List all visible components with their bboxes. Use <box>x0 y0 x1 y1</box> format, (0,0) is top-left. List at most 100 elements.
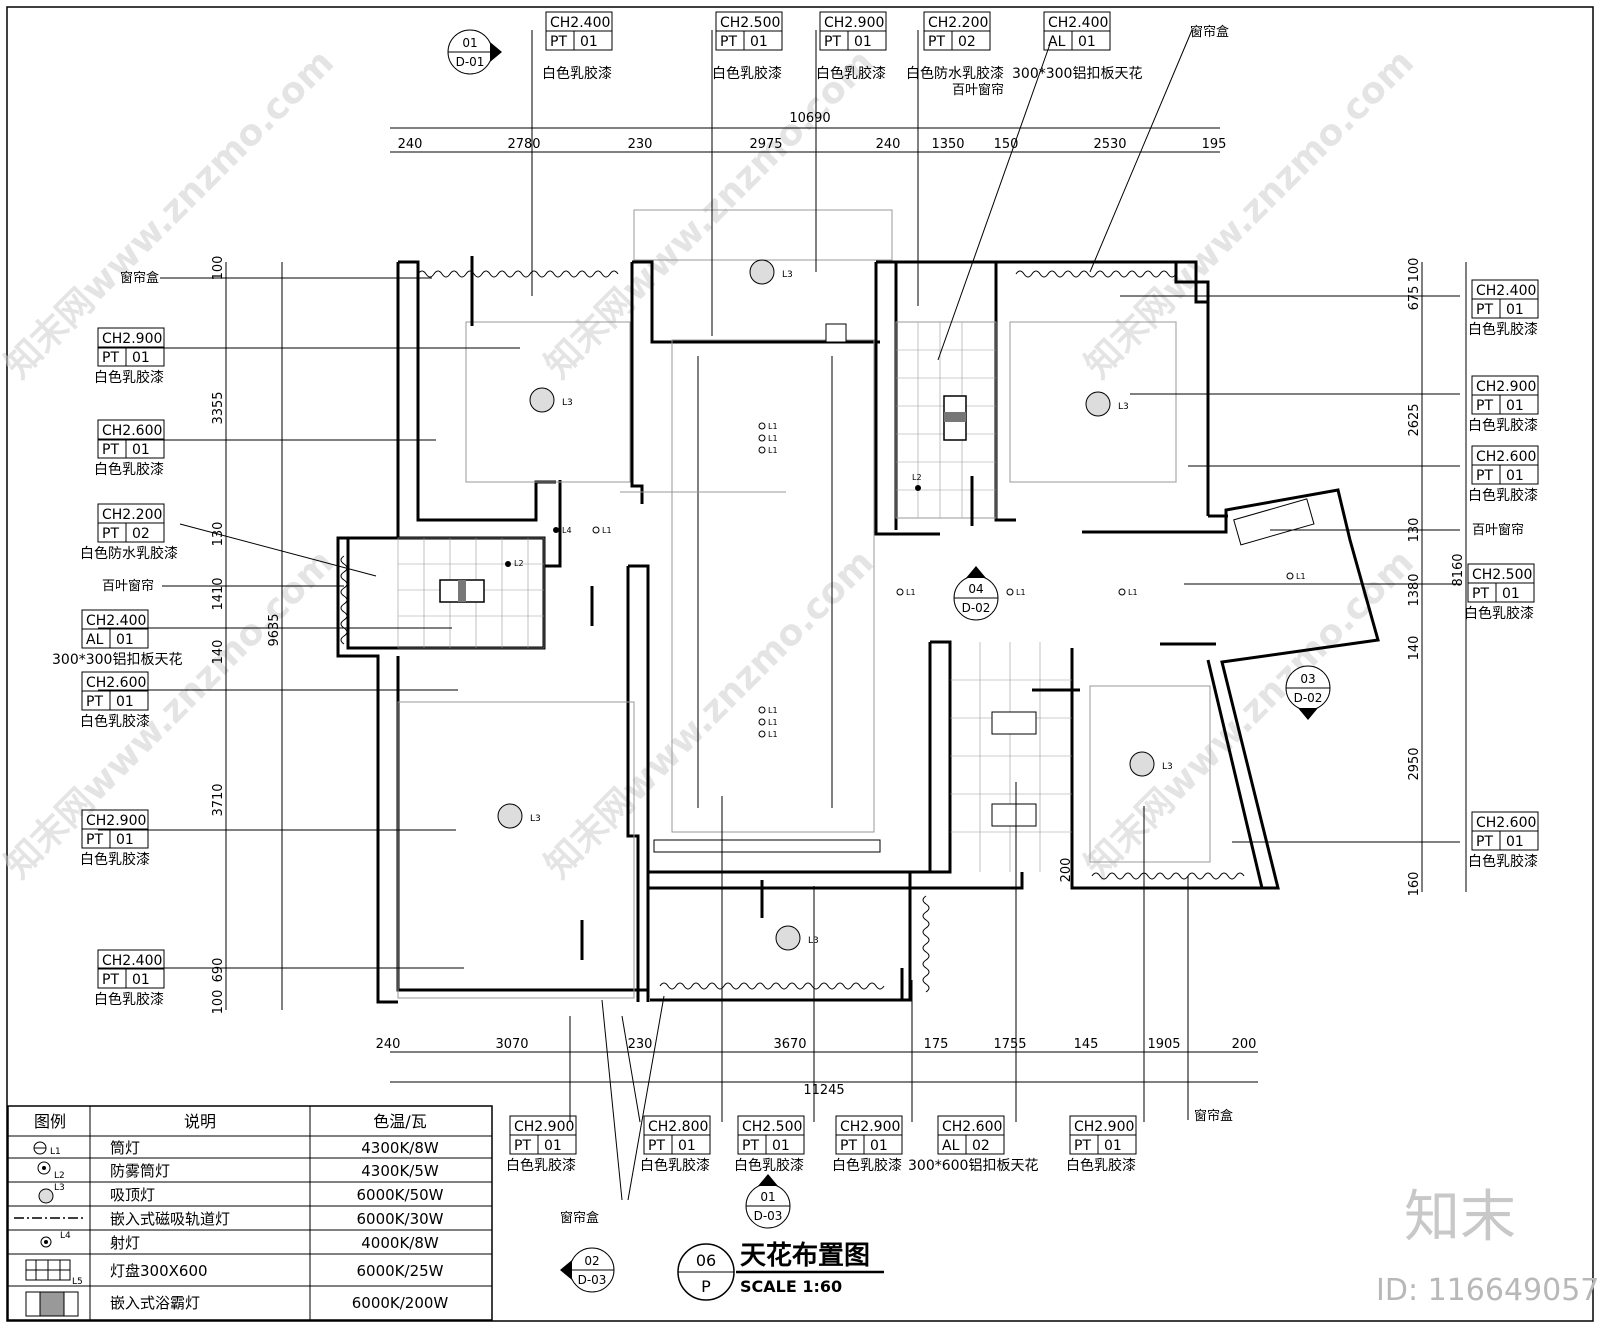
svg-text:CH2.500: CH2.500 <box>720 15 780 31</box>
svg-text:D-02: D-02 <box>962 601 991 615</box>
svg-text:3355: 3355 <box>211 391 226 424</box>
svg-text:04: 04 <box>968 582 983 596</box>
svg-text:CH2.600: CH2.600 <box>102 423 162 439</box>
svg-text:300*600铝扣板天花: 300*600铝扣板天花 <box>908 1158 1038 1174</box>
legend-table: 图例 说明 色温/瓦 L1 L2 L3 L4 L5 筒灯 防雾筒灯 吸顶灯 嵌入… <box>7 1105 493 1321</box>
svg-text:PT: PT <box>1472 586 1489 602</box>
svg-text:01: 01 <box>544 1138 562 1154</box>
svg-text:百叶窗帘: 百叶窗帘 <box>102 578 154 594</box>
ceiling-light-icon: L3 <box>38 1183 65 1204</box>
svg-text:01: 01 <box>1506 834 1524 850</box>
svg-text:L1: L1 <box>602 526 612 535</box>
svg-text:白色乳胶漆: 白色乳胶漆 <box>712 65 782 82</box>
svg-text:D-03: D-03 <box>578 1273 607 1287</box>
svg-text:CH2.400: CH2.400 <box>86 613 146 629</box>
svg-text:100: 100 <box>211 256 226 281</box>
section-marker: 01D-03 <box>745 1174 791 1229</box>
svg-text:6000K/200W: 6000K/200W <box>352 1294 449 1312</box>
svg-text:L2: L2 <box>54 1171 65 1181</box>
svg-text:1350: 1350 <box>931 137 964 152</box>
svg-text:白色乳胶漆: 白色乳胶漆 <box>1468 417 1538 434</box>
svg-text:140: 140 <box>211 640 226 665</box>
svg-text:窗帘盒: 窗帘盒 <box>1194 1108 1233 1124</box>
downlight-icon: L1 <box>758 422 778 431</box>
ceiling-light-icon: L3 <box>749 259 793 285</box>
svg-text:PT: PT <box>824 34 841 50</box>
brand-watermark: 知末 ID: 1166490571 <box>1376 1185 1600 1308</box>
svg-text:PT: PT <box>102 442 119 458</box>
leader-lines <box>98 29 1460 1201</box>
drawing-name: 天花布置图 <box>740 1241 870 1271</box>
legend-header-symbol: 图例 <box>34 1112 66 1131</box>
svg-text:01: 01 <box>1506 302 1524 318</box>
sheet-frame <box>6 6 1594 1322</box>
ceiling-light-icon: L3 <box>1129 751 1173 777</box>
svg-text:L1: L1 <box>768 730 778 739</box>
section-marker: 04D-02 <box>953 566 999 621</box>
svg-text:白色乳胶漆: 白色乳胶漆 <box>506 1157 576 1174</box>
svg-text:PT: PT <box>1476 398 1493 414</box>
sheet-code: P <box>701 1277 711 1296</box>
svg-text:01: 01 <box>132 442 150 458</box>
bath-heater-icon <box>25 1291 79 1317</box>
svg-text:02: 02 <box>584 1254 599 1268</box>
svg-text:嵌入式浴霸灯: 嵌入式浴霸灯 <box>110 1294 200 1312</box>
svg-text:PT: PT <box>928 34 945 50</box>
svg-text:01: 01 <box>132 350 150 366</box>
svg-text:CH2.900: CH2.900 <box>824 15 884 31</box>
drawing-scale: SCALE 1:60 <box>740 1277 842 1296</box>
svg-text:200: 200 <box>1059 858 1074 883</box>
svg-text:CH2.900: CH2.900 <box>1074 1119 1134 1135</box>
svg-text:690: 690 <box>211 958 226 983</box>
svg-text:L3: L3 <box>530 814 541 824</box>
svg-text:L1: L1 <box>768 434 778 443</box>
svg-text:CH2.400: CH2.400 <box>102 953 162 969</box>
svg-text:PT: PT <box>1476 468 1493 484</box>
svg-text:CH2.600: CH2.600 <box>86 675 146 691</box>
spotlight-icon: L4 <box>553 526 572 535</box>
svg-text:D-01: D-01 <box>456 55 485 69</box>
svg-text:675: 675 <box>1407 286 1422 311</box>
fixtures <box>439 323 1315 853</box>
svg-text:11245: 11245 <box>803 1083 844 1098</box>
svg-text:200: 200 <box>1232 1037 1257 1052</box>
ceiling-lights: L3 L3 L3 L3 L3 L3 <box>497 259 1173 951</box>
svg-text:1755: 1755 <box>993 1037 1026 1052</box>
svg-text:CH2.900: CH2.900 <box>514 1119 574 1135</box>
svg-text:240: 240 <box>398 137 423 152</box>
svg-text:01: 01 <box>1078 34 1096 50</box>
section-markers: 01D-01 04D-02 03D-02 01D-03 02D-03 <box>447 29 1331 1293</box>
svg-text:6000K/50W: 6000K/50W <box>357 1186 444 1204</box>
svg-text:145: 145 <box>1074 1037 1099 1052</box>
svg-text:L2: L2 <box>912 473 922 482</box>
svg-text:01: 01 <box>132 972 150 988</box>
svg-text:230: 230 <box>628 1037 653 1052</box>
svg-text:PT: PT <box>742 1138 759 1154</box>
svg-text:CH2.900: CH2.900 <box>86 813 146 829</box>
svg-text:02: 02 <box>958 34 976 50</box>
svg-text:01: 01 <box>580 34 598 50</box>
svg-text:射灯: 射灯 <box>110 1234 140 1252</box>
svg-text:窗帘盒: 窗帘盒 <box>560 1210 599 1226</box>
svg-text:1410: 1410 <box>211 577 226 610</box>
ceiling-light-icon: L3 <box>497 803 541 829</box>
svg-text:140: 140 <box>1407 636 1422 661</box>
svg-text:白色乳胶漆: 白色乳胶漆 <box>734 1157 804 1174</box>
fog-downlight-icon: L2 <box>505 559 524 568</box>
svg-text:L1: L1 <box>768 718 778 727</box>
downlight-icon: L1 <box>896 588 916 597</box>
svg-text:300*300铝扣板天花: 300*300铝扣板天花 <box>52 652 182 668</box>
downlight-icon: L1 <box>33 1141 61 1157</box>
svg-text:6000K/25W: 6000K/25W <box>357 1262 444 1280</box>
svg-text:D-03: D-03 <box>754 1209 783 1223</box>
